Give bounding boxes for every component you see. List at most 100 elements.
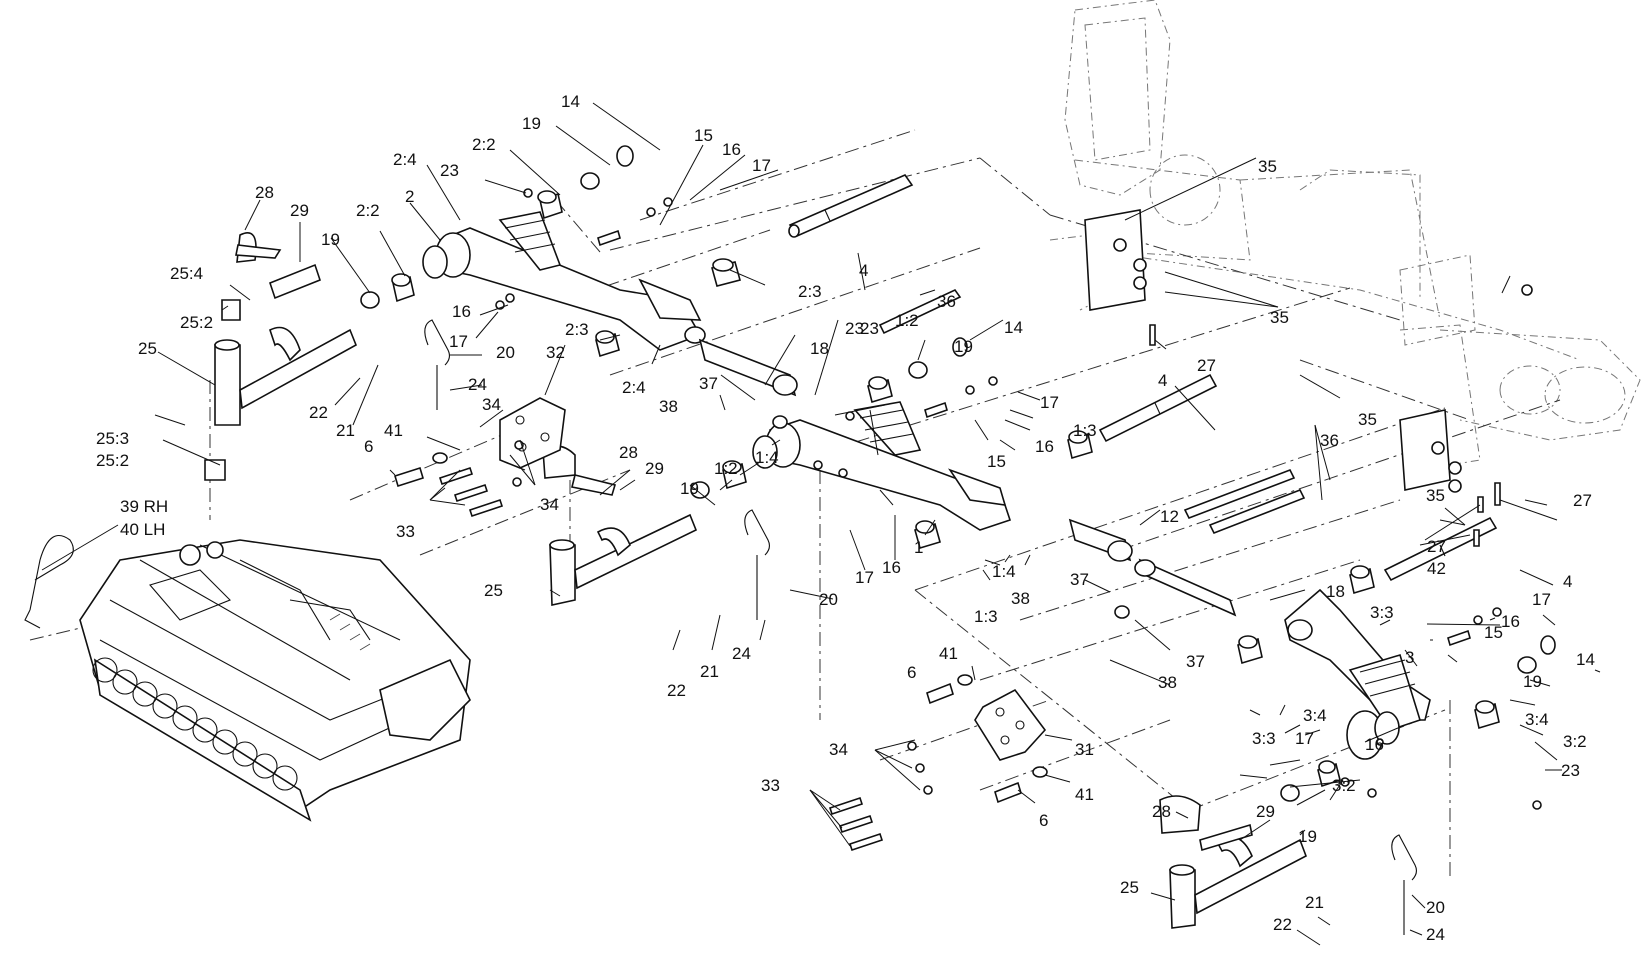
callout-label: 31 [1075,740,1094,759]
callout-label: 33 [396,522,415,541]
callout-label: 22 [667,681,686,700]
callout-label: 16 [1035,437,1054,456]
callout-label: 17 [855,568,874,587]
callout-label: 17 [752,156,771,175]
callout-label: 29 [1256,802,1275,821]
callout-label: 23 [845,319,864,338]
castor-fork-upper [204,232,358,481]
callout-label: 12 [1160,507,1179,526]
callout-label: 35 [1358,410,1377,429]
callout-label: 16 [452,302,471,321]
callout-label: 35 [1270,308,1289,327]
callout-label: 15 [987,452,1006,471]
callouts: 14 19 2:2 15 16 17 2:4 23 2 28 29 35 25:… [96,92,1595,944]
callout-label: 3 [1405,648,1414,667]
callout-label: 38 [1158,673,1177,692]
callout-label: 37 [699,374,718,393]
callout-label: 17 [1040,393,1059,412]
callout-label: 29 [290,201,309,220]
callout-label: 6 [907,663,916,682]
callout-label: 41 [1075,785,1094,804]
chains [424,319,1418,935]
callout-label: 15 [694,126,713,145]
callout-label: 2:4 [622,378,646,397]
callout-label: 18 [1326,582,1345,601]
callout-label: 15 [1484,623,1503,642]
callout-label: 25:2 [96,451,129,470]
callout-label: 1 [914,538,923,557]
callout-label: 28 [255,183,274,202]
cutting-unit [79,539,471,822]
lift-arm-1 [752,401,1012,531]
callout-label: 19 [522,114,541,133]
callout-label: 25:2 [180,313,213,332]
castor-fork-middle [542,445,698,606]
callout-label: 2:3 [565,320,589,339]
callout-label: 34 [829,740,848,759]
callout-label: 39 RH [120,497,168,516]
callout-label: 2 [405,187,414,206]
callout-label: 3:2 [1563,732,1587,751]
callout-label: 4 [859,261,868,280]
callout-label: 2:4 [393,150,417,169]
callout-label: 42 [1427,559,1446,578]
callout-label: 22 [309,403,328,422]
callout-label: 16 [1501,612,1520,631]
callout-label: 24 [732,644,751,663]
callout-label: 25 [484,581,503,600]
callout-label: 33 [761,776,780,795]
callout-label: 34 [482,395,501,414]
callout-label: 20 [496,343,515,362]
callout-label: 38 [659,397,678,416]
callout-label: 16 [882,558,901,577]
assembly-lines [29,129,1561,880]
castor-fork-lower [1159,795,1307,929]
callout-label: 34 [540,495,559,514]
callout-label: 27 [1573,491,1592,510]
callout-label: 20 [819,590,838,609]
callout-label: 25:3 [96,429,129,448]
callout-label: 27 [1427,537,1446,556]
callout-label: 21 [1305,893,1324,912]
callout-label: 35 [1426,486,1445,505]
callout-label: 19 [680,479,699,498]
callout-label: 24 [468,375,487,394]
callout-label: 25:4 [170,264,203,283]
shafts [698,174,1498,617]
callout-label: 1:4 [755,448,779,467]
callout-label: 41 [384,421,403,440]
callout-label: 3:3 [1370,603,1394,622]
callout-label: 3:4 [1525,710,1549,729]
callout-label: 23 [1561,761,1580,780]
callout-label: 17 [1532,590,1551,609]
callout-label: 21 [700,662,719,681]
callout-label: 27 [1197,356,1216,375]
callout-label: 35 [1258,157,1277,176]
lift-arm-3 [1284,588,1431,760]
hairpin-clip [24,535,74,629]
traction-unit-outline [1049,0,1641,471]
callout-label: 4 [1563,572,1572,591]
callout-label: 29 [645,459,664,478]
callout-label: 2:3 [798,282,822,301]
callout-label: 1:2 [895,311,919,330]
frame-brackets [1084,209,1501,547]
callout-label: 14 [1576,650,1595,669]
callout-label: 3:4 [1303,706,1327,725]
callout-label: 4 [1158,371,1167,390]
callout-label: 1:4 [992,562,1016,581]
callout-label: 21 [336,421,355,440]
callout-label: 1:2 [714,459,738,478]
callout-label: 28 [619,443,638,462]
callout-label: 16 [722,140,741,159]
callout-label: 6 [1039,811,1048,830]
callout-label: 1:3 [1073,421,1097,440]
callout-label: 1:3 [974,607,998,626]
callout-label: 40 LH [120,520,165,539]
roller [92,657,312,822]
callout-label: 36 [1320,431,1339,450]
callout-label: 22 [1273,915,1292,934]
leader-lines [41,102,1601,946]
callout-label: 25 [1120,878,1139,897]
